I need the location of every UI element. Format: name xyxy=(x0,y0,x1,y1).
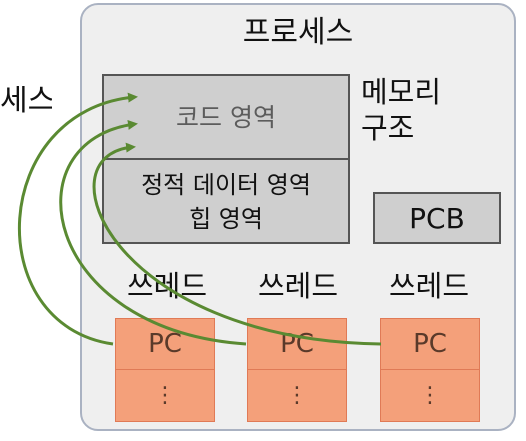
thread-more: ⋮ xyxy=(247,370,347,422)
process-title: 프로세스 xyxy=(242,15,354,50)
pc-register: PC xyxy=(247,318,347,370)
pc-register: PC xyxy=(380,318,480,370)
memory-label-line2: 구조 xyxy=(361,111,415,145)
heap-area-label: 힙 영역 xyxy=(189,205,263,233)
memory-label-line1: 메모리 xyxy=(361,75,442,109)
outside-process-label: 세스 xyxy=(0,86,52,116)
arrow-thread-3 xyxy=(92,142,382,346)
data-heap-area: 정적 데이터 영역 힙 영역 xyxy=(102,160,350,244)
thread-label-3: 쓰레드 xyxy=(388,269,470,303)
thread-more: ⋮ xyxy=(115,370,215,422)
pcb-box: PCB xyxy=(373,192,501,244)
arrow-thread-2 xyxy=(59,119,247,346)
thread-block-3: PC ⋮ xyxy=(380,318,480,422)
thread-block-2: PC ⋮ xyxy=(247,318,347,422)
memory-structure-label: 메모리 구조 xyxy=(361,74,441,146)
arrow-thread-1 xyxy=(17,92,138,346)
thread-label-2: 쓰레드 xyxy=(257,269,339,303)
thread-more: ⋮ xyxy=(380,370,480,422)
static-data-area-label: 정적 데이터 영역 xyxy=(141,171,311,199)
code-area: 코드 영역 xyxy=(102,74,350,160)
